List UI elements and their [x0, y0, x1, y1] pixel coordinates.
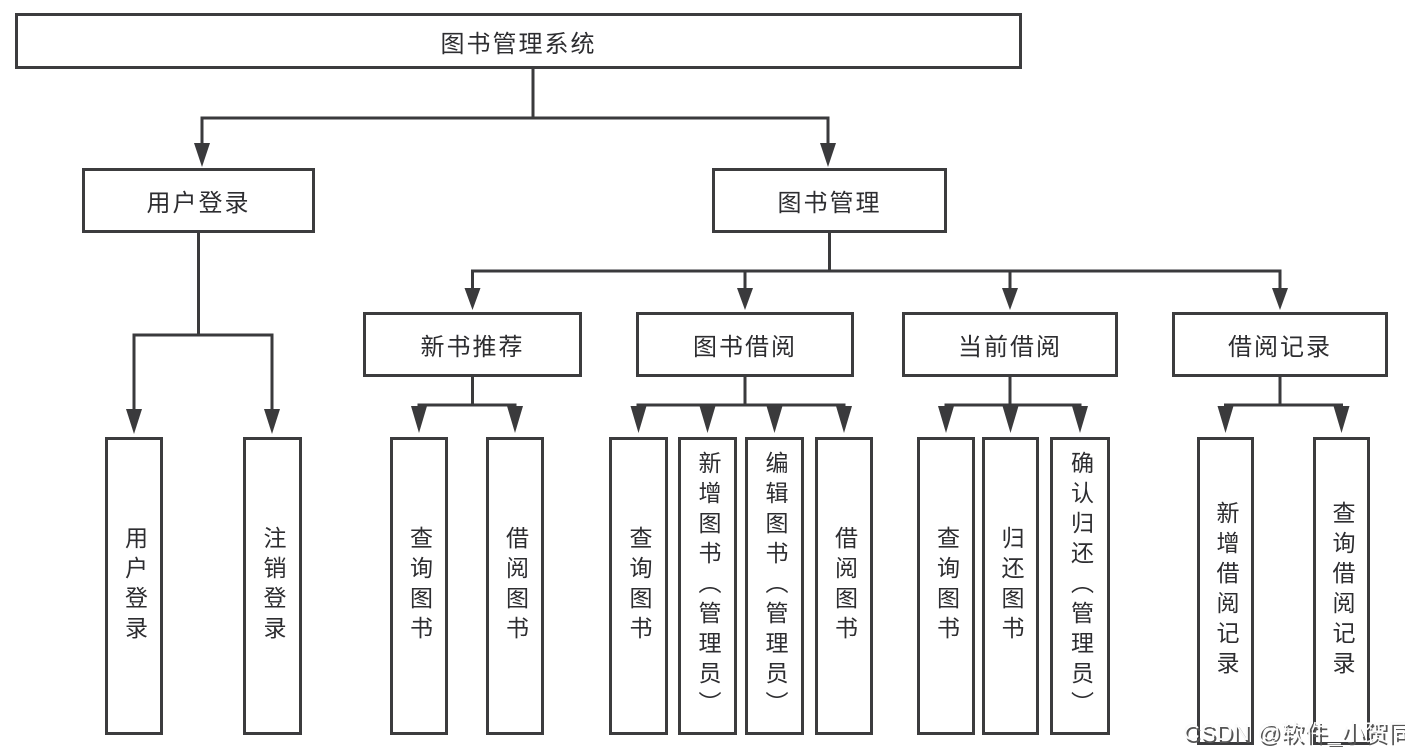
leaf-user-login: 用户登录 [105, 437, 163, 735]
node-library-system: 图书管理系统 [15, 13, 1022, 69]
leaf-query-books-recommend: 查询图书 [390, 437, 448, 735]
leaf-query-borrow-record: 查询借阅记录 [1313, 437, 1370, 745]
node-user-login: 用户登录 [82, 168, 315, 233]
leaf-add-borrow-record-label: 新增借阅记录 [1213, 501, 1239, 681]
leaf-add-borrow-record: 新增借阅记录 [1197, 437, 1254, 745]
node-book-management-label: 图书管理 [777, 190, 882, 217]
leaf-borrow-books-recommend-label: 借阅图书 [502, 526, 529, 646]
node-new-book-recommendation-label: 新书推荐 [420, 334, 525, 361]
leaf-return-books: 归还图书 [982, 437, 1039, 735]
node-book-borrowing: 图书借阅 [636, 312, 854, 377]
node-new-book-recommendation: 新书推荐 [363, 312, 582, 377]
leaf-return-books-label: 归还图书 [998, 526, 1024, 646]
leaf-edit-book-admin: 编辑图书（管理员） [745, 437, 804, 735]
watermark-shadow-text: CSDN @软件_小贺同学 [1185, 722, 1405, 747]
watermark-text: CSDN @软件_小贺同学 [1183, 719, 1405, 745]
node-user-login-label: 用户登录 [146, 190, 251, 217]
leaf-query-books-recommend-label: 查询图书 [406, 526, 433, 646]
node-book-management: 图书管理 [712, 168, 947, 233]
node-borrowing-records-label: 借阅记录 [1228, 334, 1332, 361]
node-borrowing-records: 借阅记录 [1172, 312, 1388, 377]
leaf-confirm-return-admin: 确认归还（管理员） [1050, 437, 1110, 735]
leaf-edit-book-admin-label: 编辑图书（管理员） [762, 451, 788, 721]
node-library-system-label: 图书管理系统 [440, 30, 597, 58]
leaf-logout-label: 注销登录 [260, 526, 286, 646]
leaf-borrow-books-borrowing: 借阅图书 [815, 437, 873, 735]
leaf-user-login-label: 用户登录 [121, 526, 148, 646]
leaf-query-books-current: 查询图书 [917, 437, 975, 735]
node-book-borrowing-label: 图书借阅 [693, 334, 797, 361]
leaf-query-books-current-label: 查询图书 [933, 526, 960, 646]
watermark: CSDN @软件_小贺同学 CSDN @软件_小贺同学 [1183, 713, 1405, 747]
node-current-borrowing: 当前借阅 [902, 312, 1118, 377]
leaf-add-book-admin-label: 新增图书（管理员） [695, 451, 721, 721]
leaf-confirm-return-admin-label: 确认归还（管理员） [1067, 451, 1094, 721]
leaf-borrow-books-recommend: 借阅图书 [486, 437, 544, 735]
leaf-query-borrow-record-label: 查询借阅记录 [1329, 501, 1355, 681]
leaf-logout: 注销登录 [243, 437, 302, 735]
leaf-query-books-borrowing: 查询图书 [609, 437, 668, 735]
leaf-query-books-borrowing-label: 查询图书 [626, 526, 652, 646]
node-current-borrowing-label: 当前借阅 [958, 334, 1062, 361]
leaf-add-book-admin: 新增图书（管理员） [678, 437, 737, 735]
leaf-borrow-books-borrowing-label: 借阅图书 [831, 526, 858, 646]
